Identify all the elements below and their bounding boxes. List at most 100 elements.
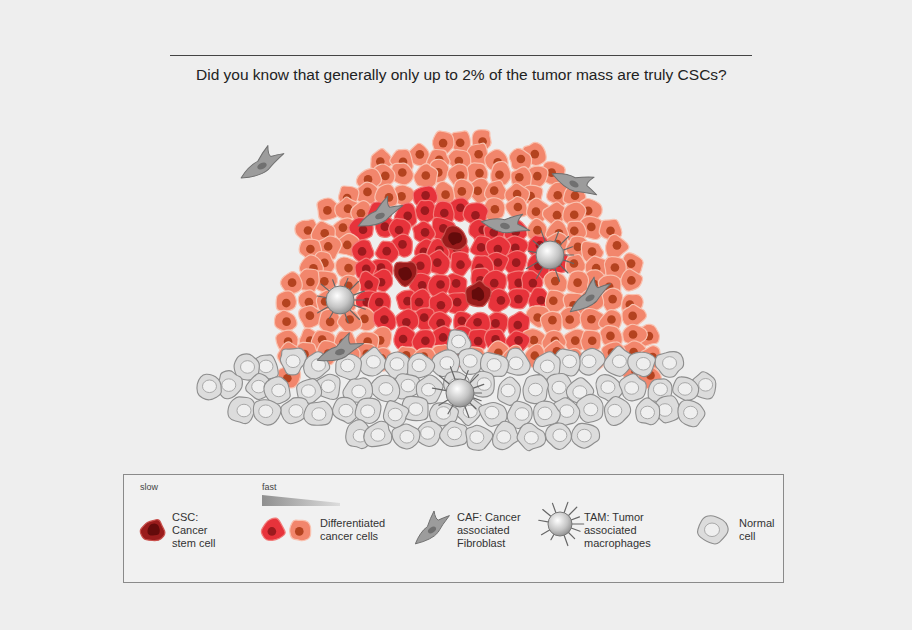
cell-nucleus <box>323 206 332 215</box>
cell-nucleus <box>497 431 511 444</box>
cell-nucleus <box>259 360 273 373</box>
cell-nucleus <box>471 211 480 220</box>
cell-nucleus <box>375 298 384 307</box>
cell-nucleus <box>421 171 430 180</box>
cell-nucleus <box>684 406 698 419</box>
cell-nucleus <box>563 355 577 368</box>
normal-cell <box>523 375 548 404</box>
fibroblast <box>480 204 533 239</box>
cell-nucleus <box>625 382 639 395</box>
cell-nucleus <box>530 336 539 345</box>
cell-nucleus <box>453 298 462 307</box>
cell-nucleus <box>306 245 315 254</box>
cell-nucleus <box>533 172 542 181</box>
cell-nucleus <box>514 295 523 304</box>
cell-nucleus <box>474 337 483 346</box>
legend-label: CSC: Cancer stem cell <box>172 511 226 550</box>
cell-nucleus <box>305 298 314 307</box>
cell-nucleus <box>433 258 442 267</box>
cell-nucleus <box>324 242 333 251</box>
fibroblast-body <box>313 330 366 365</box>
cell-nucleus <box>699 379 713 392</box>
cell-nucleus <box>439 333 448 342</box>
cell-group <box>197 130 716 451</box>
cell-nucleus <box>627 276 636 285</box>
macrophage-body <box>326 286 354 314</box>
cell-nucleus <box>517 155 526 164</box>
cancer-cell <box>488 289 510 313</box>
cell-nucleus <box>441 190 450 199</box>
legend-frame <box>124 475 784 583</box>
macrophage <box>317 278 365 322</box>
legend-label: TAM: Tumor associated macrophages <box>584 511 658 550</box>
cell-nucleus <box>553 191 562 200</box>
cell-nucleus <box>339 223 348 232</box>
macrophage-body <box>446 379 474 407</box>
cell-nucleus <box>358 247 367 256</box>
normal-cell <box>678 400 705 427</box>
cell-nucleus <box>577 429 591 442</box>
cell-nucleus <box>494 258 503 267</box>
cell-nucleus <box>653 383 667 396</box>
cell-nucleus <box>540 360 554 373</box>
cell-nucleus <box>256 161 268 171</box>
fibroblast-body <box>352 192 406 230</box>
cell-nucleus <box>259 405 273 418</box>
cell-nucleus <box>409 403 423 416</box>
cell-nucleus <box>440 209 449 218</box>
cell-nucleus <box>344 264 353 273</box>
normal-cell <box>628 352 656 376</box>
fibroblast <box>313 330 366 365</box>
cell-nucleus <box>241 361 255 374</box>
cell-nucleus <box>473 187 482 196</box>
cell-nucleus <box>421 206 430 215</box>
cell-nucleus <box>440 357 454 370</box>
cell-nucleus <box>477 243 486 252</box>
cancer-cell <box>290 520 311 541</box>
cell-nucleus <box>473 318 482 327</box>
normal-cell <box>655 352 683 378</box>
cancer-stem-cell <box>140 520 165 541</box>
cell-nucleus <box>587 315 596 324</box>
cell-nucleus <box>388 408 402 421</box>
cancer-cell <box>280 272 302 295</box>
cell-nucleus <box>515 408 529 421</box>
cell-nucleus <box>553 211 562 220</box>
legend-label: CAF: Cancer associated Fibroblast <box>457 511 525 550</box>
normal-cell <box>440 421 469 446</box>
cell-nucleus <box>497 296 506 305</box>
cell-nucleus <box>421 191 430 200</box>
cell-nucleus <box>529 279 538 288</box>
cell-nucleus <box>485 406 499 419</box>
cell-nucleus <box>289 405 303 418</box>
cell-nucleus <box>463 355 477 368</box>
cell-nucleus <box>288 278 297 287</box>
cell-nucleus <box>403 212 412 221</box>
cell-nucleus <box>401 379 415 392</box>
normal-cell <box>228 397 255 424</box>
fibroblast-body <box>480 204 533 239</box>
cell-nucleus <box>456 138 465 147</box>
cancer-cell <box>274 310 297 331</box>
normal-cell <box>493 421 519 449</box>
cell-nucleus <box>381 172 390 181</box>
cell-nucleus <box>306 278 315 287</box>
normal-cell <box>545 423 571 450</box>
cell-nucleus <box>678 383 692 396</box>
cell-nucleus <box>286 355 300 368</box>
cell-nucleus <box>573 278 582 287</box>
cell-nucleus <box>379 383 393 396</box>
cell-nucleus <box>533 226 542 235</box>
normal-cell <box>534 401 561 426</box>
cell-nucleus <box>570 210 579 219</box>
cell-nucleus <box>612 355 626 368</box>
cell-nucleus <box>402 318 411 327</box>
cancer-cell <box>276 291 296 311</box>
normal-cell <box>673 377 699 401</box>
speed-label: slow <box>140 482 158 492</box>
normal-cell <box>636 398 660 425</box>
cell-nucleus <box>456 260 465 269</box>
cell-nucleus <box>282 299 291 308</box>
cell-nucleus <box>415 298 424 307</box>
cell-nucleus <box>560 405 574 418</box>
